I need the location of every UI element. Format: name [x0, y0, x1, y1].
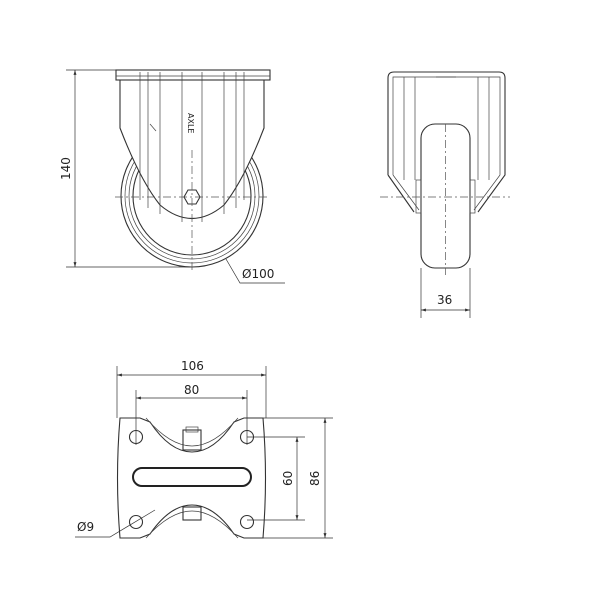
side-view: 36 — [380, 71, 510, 318]
dim-hole-spacing-y: 60 — [281, 471, 295, 486]
dim-height: 140 — [59, 157, 73, 180]
dim-plate-depth: 86 — [308, 471, 322, 486]
slot — [132, 467, 252, 487]
dim-wheel-width: 36 — [437, 293, 452, 307]
dim-plate-width: 106 — [181, 359, 204, 373]
bottom-view: 106 80 60 86 Ø9 — [75, 359, 333, 539]
front-view: AXLE 140 Ø100 — [59, 69, 285, 284]
logo-text: AXLE — [186, 113, 195, 133]
dim-hole-spacing-x: 80 — [184, 383, 199, 397]
bracket-side — [387, 71, 506, 213]
dim-hole-diameter: Ø9 — [77, 520, 94, 534]
bracket — [119, 79, 265, 219]
dim-wheel-diameter: Ø100 — [242, 267, 274, 281]
